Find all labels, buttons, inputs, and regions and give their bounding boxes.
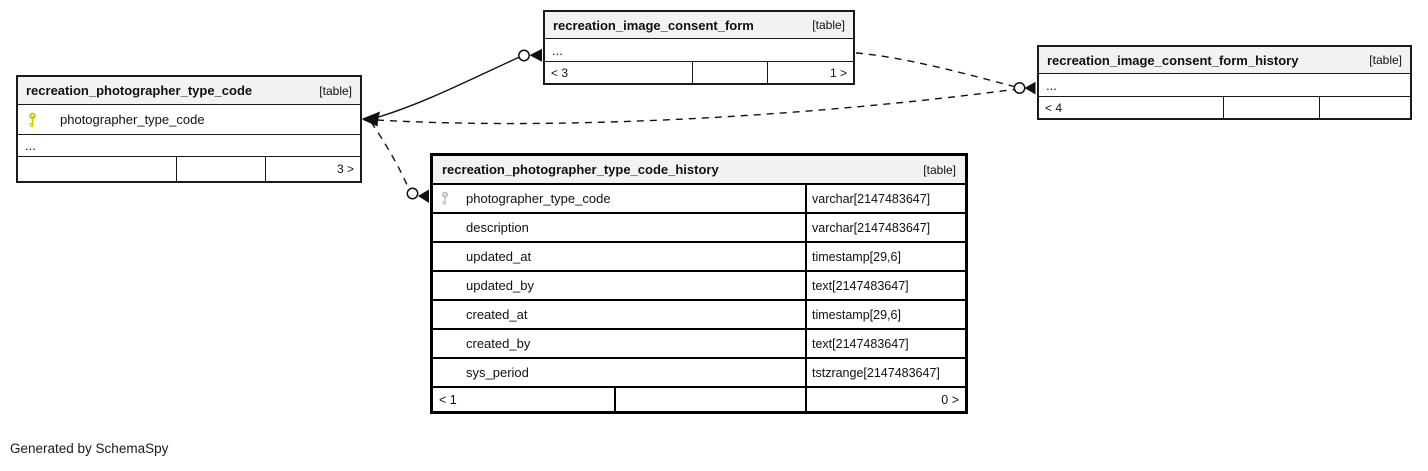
column-row-updated_by: updated_by text[2147483647]	[433, 272, 965, 301]
edge-ptc-to-icf	[376, 56, 519, 119]
table-type-tag: [table]	[319, 83, 352, 98]
footer-cell	[18, 157, 176, 181]
crow-foot-icon	[418, 189, 429, 203]
hidden-columns-ellipsis: ...	[1039, 74, 1410, 97]
column-name: photographer_type_code	[60, 112, 205, 127]
primary-key-icon	[27, 112, 51, 128]
table-recreation_image_consent_form_history[interactable]: recreation_image_consent_form_history [t…	[1037, 45, 1412, 120]
table-footer: < 1 0 >	[433, 388, 965, 411]
arrowhead-icon	[362, 115, 379, 127]
foreign-key-icon	[440, 191, 459, 206]
column-type: timestamp[29,6]	[805, 243, 965, 270]
table-title: recreation_photographer_type_code_histor…	[442, 162, 719, 177]
table-type-tag: [table]	[1369, 53, 1402, 67]
table-header: recreation_image_consent_form_history [t…	[1039, 47, 1410, 74]
column-row-created_at: created_at timestamp[29,6]	[433, 301, 965, 330]
column-row-description: description varchar[2147483647]	[433, 214, 965, 243]
footer-cell-related-count: < 1	[439, 392, 457, 407]
table-footer: 3 >	[18, 157, 360, 181]
table-recreation_photographer_type_code[interactable]: recreation_photographer_type_code [table…	[16, 75, 362, 183]
table-recreation_photographer_type_code_history[interactable]: recreation_photographer_type_code_histor…	[430, 153, 968, 414]
column-row-photographer_type_code: photographer_type_code	[18, 105, 360, 135]
schemaspy-credit: Generated by SchemaSpy	[10, 441, 169, 456]
hidden-columns-ellipsis: ...	[18, 135, 360, 157]
cardinality-dot-icon	[1013, 82, 1026, 94]
column-row-created_by: created_by text[2147483647]	[433, 330, 965, 359]
table-footer: < 3 1 >	[545, 62, 853, 83]
footer-cell	[692, 62, 767, 83]
column-name: description	[466, 220, 529, 235]
cardinality-dot-icon	[406, 187, 419, 200]
column-row-photographer_type_code: photographer_type_code varchar[214748364…	[433, 185, 965, 214]
column-type: varchar[2147483647]	[805, 214, 965, 241]
crow-foot-icon	[529, 48, 542, 62]
footer-cell-related-count: < 4	[1045, 100, 1063, 115]
footer-cell	[1223, 97, 1319, 118]
footer-cell	[1319, 97, 1410, 118]
table-recreation_image_consent_form[interactable]: recreation_image_consent_form [table] ..…	[543, 10, 855, 85]
crow-foot-icon	[1024, 81, 1036, 95]
footer-cell-related-count: 1 >	[767, 62, 853, 83]
column-type: text[2147483647]	[805, 272, 965, 299]
table-title: recreation_image_consent_form_history	[1047, 52, 1299, 68]
cardinality-dot-icon	[518, 49, 530, 62]
table-title: recreation_image_consent_form	[553, 17, 754, 33]
edge-icf-to-icfh	[855, 52, 1015, 88]
column-type: varchar[2147483647]	[805, 185, 965, 212]
column-type: tstzrange[2147483647]	[805, 359, 965, 386]
column-name: updated_at	[466, 249, 532, 264]
column-name: sys_period	[466, 365, 529, 380]
table-type-tag: [table]	[923, 162, 956, 177]
table-title: recreation_photographer_type_code	[26, 83, 253, 98]
column-name: photographer_type_code	[466, 191, 611, 206]
column-name: created_at	[466, 307, 528, 322]
hidden-columns-ellipsis: ...	[545, 39, 853, 62]
footer-cell-related-count: 0 >	[805, 388, 965, 411]
footer-cell-related-count: < 3	[551, 65, 569, 80]
table-header: recreation_photographer_type_code_histor…	[433, 156, 965, 185]
table-type-tag: [table]	[812, 18, 845, 32]
footer-cell-related-count: 3 >	[265, 157, 360, 181]
column-name: created_by	[466, 336, 531, 351]
column-type: text[2147483647]	[805, 330, 965, 357]
column-name: updated_by	[466, 278, 534, 293]
edge-ptc-to-icfh	[376, 88, 1015, 125]
edge-ptc-to-ptch	[370, 121, 410, 189]
column-row-updated_at: updated_at timestamp[29,6]	[433, 243, 965, 272]
column-row-sys_period: sys_period tstzrange[2147483647]	[433, 359, 965, 388]
footer-cell	[614, 388, 805, 411]
table-header: recreation_image_consent_form [table]	[545, 12, 853, 39]
table-header: recreation_photographer_type_code [table…	[18, 77, 360, 105]
footer-cell	[176, 157, 265, 181]
column-type: timestamp[29,6]	[805, 301, 965, 328]
table-footer: < 4	[1039, 97, 1410, 118]
